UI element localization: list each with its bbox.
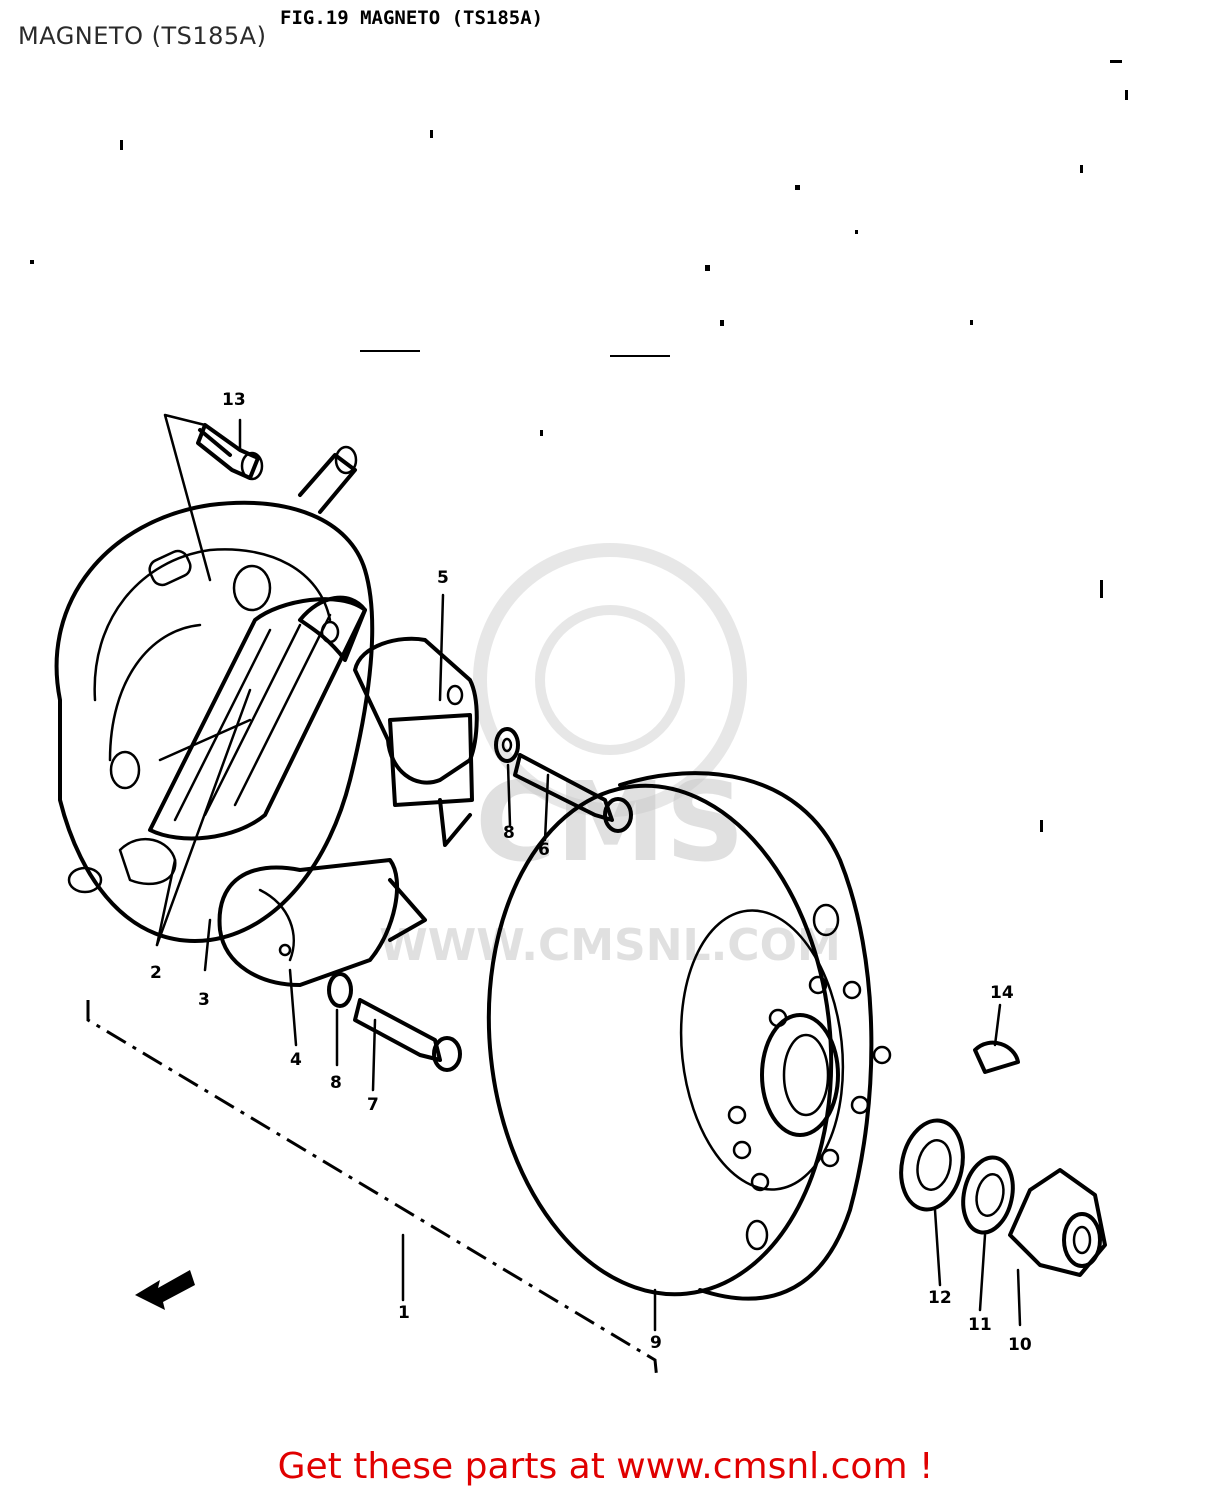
callout-9: 9 [650, 1333, 662, 1353]
leader-lines [155, 593, 1022, 1327]
screw-7 [353, 998, 462, 1072]
washer-8-lower [327, 972, 353, 1008]
watermark-url: WWW.CMSNL.COM [379, 920, 841, 971]
callout-11: 11 [968, 1315, 992, 1335]
callout-3: 3 [198, 990, 210, 1010]
washer-12 [899, 1118, 965, 1212]
figure-title: FIG.19 MAGNETO (TS185A) [280, 7, 543, 29]
assembly-bracket [86, 1000, 659, 1381]
ignition-coil [148, 595, 367, 841]
callout-13: 13 [222, 390, 246, 410]
crankshaft-stub [298, 445, 358, 514]
lighting-coil [217, 858, 427, 987]
watermark: CMS WWW.CMSNL.COM [379, 543, 841, 971]
callout-5: 5 [437, 568, 449, 588]
callout-1: 1 [398, 1303, 410, 1323]
woodruff-key-14 [973, 1040, 1020, 1074]
nut-10 [1008, 1168, 1107, 1277]
callout-12: 12 [928, 1288, 952, 1308]
callout-8-upper: 8 [503, 823, 515, 843]
lock-washer-11 [961, 1155, 1015, 1235]
callout-4: 4 [290, 1050, 302, 1070]
callout-10: 10 [1008, 1335, 1032, 1355]
callout-8-lower: 8 [330, 1073, 342, 1093]
front-arrow-icon [135, 1270, 195, 1310]
washer-8-upper [494, 727, 520, 763]
callout-14: 14 [990, 983, 1014, 1003]
callout-2: 2 [150, 963, 162, 983]
screw-13 [196, 418, 264, 481]
scan-noise [30, 60, 1128, 832]
page-title: MAGNETO (TS185A) [18, 22, 267, 50]
leader-13 [163, 413, 212, 582]
footer-link[interactable]: Get these parts at www.cmsnl.com ! [277, 1446, 934, 1487]
flywheel-rotor [486, 771, 892, 1301]
callout-6: 6 [538, 840, 550, 860]
stator-plate [54, 500, 375, 943]
callout-7: 7 [367, 1095, 379, 1115]
contact-coil [353, 636, 479, 847]
screw-6 [513, 753, 633, 833]
